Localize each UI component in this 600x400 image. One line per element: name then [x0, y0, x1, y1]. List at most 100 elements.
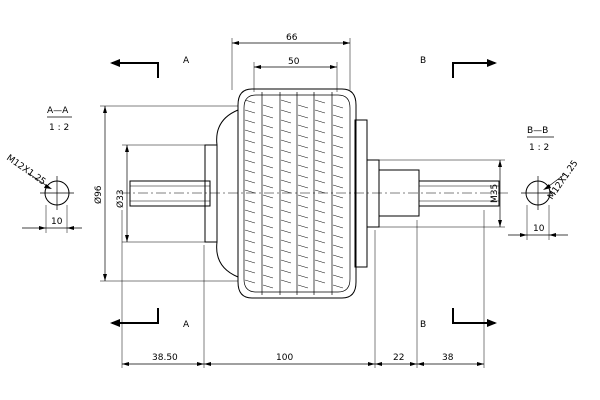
tread-mark — [314, 219, 326, 224]
tread-mark — [262, 284, 274, 289]
section-aa-title: A—A — [47, 106, 69, 116]
dim-m35-label: M35 — [490, 184, 500, 203]
section-bb-detail — [508, 136, 568, 240]
dim-38-label: 38 — [442, 353, 454, 363]
tread-mark — [332, 204, 344, 209]
dimension-66 — [231, 38, 351, 90]
tread-mark — [297, 114, 309, 119]
dimension-m35 — [379, 159, 505, 228]
tread-mark — [297, 284, 309, 289]
section-a-bottom-label: A — [183, 320, 190, 330]
tread-mark — [244, 189, 256, 194]
tread-mark — [280, 249, 292, 254]
dim-38-50-label: 38.50 — [152, 353, 178, 363]
tread-mark — [280, 109, 292, 114]
tread-mark — [262, 184, 274, 189]
tread-mark — [280, 239, 292, 244]
section-bb-title: B—B — [527, 126, 548, 136]
tread-mark — [314, 239, 326, 244]
tread-mark — [244, 159, 256, 164]
tread-mark — [244, 249, 256, 254]
tread-mark — [314, 279, 326, 284]
tread-mark — [314, 189, 326, 194]
tread-mark — [332, 184, 344, 189]
tread-mark — [280, 179, 292, 184]
dimension-d33 — [122, 144, 205, 243]
section-aa-scale: 1 : 2 — [49, 123, 69, 133]
tread-mark — [244, 129, 256, 134]
section-bb-scale: 1 : 2 — [529, 143, 549, 153]
tread-mark — [314, 169, 326, 174]
tread-mark — [314, 129, 326, 134]
tread-mark — [297, 244, 309, 249]
tread-mark — [244, 229, 256, 234]
tread-mark — [314, 179, 326, 184]
tread-mark — [332, 174, 344, 179]
tread-mark — [244, 239, 256, 244]
tread-mark — [314, 149, 326, 154]
tread-mark — [297, 144, 309, 149]
tread-mark — [297, 124, 309, 129]
tread-mark — [244, 169, 256, 174]
tread-mark — [314, 139, 326, 144]
tread-mark — [280, 209, 292, 214]
tread-mark — [314, 209, 326, 214]
tread-mark — [244, 149, 256, 154]
tread-mark — [332, 164, 344, 169]
tread-mark — [280, 99, 292, 104]
dim-66-label: 66 — [286, 33, 298, 43]
tread-mark — [332, 114, 344, 119]
tread-mark — [297, 234, 309, 239]
tread-mark — [332, 134, 344, 139]
dim-10-right-label: 10 — [533, 224, 545, 234]
tread-mark — [280, 169, 292, 174]
tread-mark — [297, 204, 309, 209]
tread-mark — [262, 144, 274, 149]
dim-d96-label: Ø96 — [93, 185, 104, 204]
tread-mark — [297, 264, 309, 269]
section-marker-a-top — [110, 59, 159, 78]
tread-mark — [332, 104, 344, 109]
tread-mark — [244, 99, 256, 104]
tread-mark — [297, 164, 309, 169]
tread-mark — [280, 229, 292, 234]
tread-mark — [280, 219, 292, 224]
dim-d33-label: Ø33 — [115, 189, 126, 208]
dim-100-label: 100 — [276, 353, 293, 363]
tread-mark — [332, 254, 344, 259]
tread-mark — [314, 99, 326, 104]
tread-mark — [280, 199, 292, 204]
tread-mark — [244, 109, 256, 114]
tread-mark — [262, 134, 274, 139]
bottom-dimension-chain — [121, 210, 485, 368]
tread-mark — [244, 219, 256, 224]
dim-22-label: 22 — [393, 353, 404, 363]
tread-mark — [314, 229, 326, 234]
tread-mark — [262, 164, 274, 169]
tread-mark — [244, 179, 256, 184]
tread-mark — [297, 184, 309, 189]
section-aa-detail — [22, 116, 82, 233]
tread-mark — [244, 119, 256, 124]
tread-mark — [314, 259, 326, 264]
tread-mark — [332, 234, 344, 239]
tread-mark — [332, 124, 344, 129]
tread-mark — [262, 234, 274, 239]
tread-mark — [332, 214, 344, 219]
tread-mark — [332, 144, 344, 149]
tread-mark — [297, 224, 309, 229]
tread-mark — [297, 254, 309, 259]
tread-mark — [280, 129, 292, 134]
tread-mark — [262, 104, 274, 109]
thread-right-label: M12X1.25 — [546, 159, 580, 202]
tread-mark — [332, 274, 344, 279]
tread-mark — [262, 124, 274, 129]
tread-mark — [262, 204, 274, 209]
tread-mark — [332, 224, 344, 229]
tread-mark — [262, 114, 274, 119]
section-b-top-label: B — [420, 56, 426, 66]
tread-mark — [280, 269, 292, 274]
tread-mark — [332, 284, 344, 289]
tread-mark — [280, 279, 292, 284]
tread-mark — [280, 259, 292, 264]
